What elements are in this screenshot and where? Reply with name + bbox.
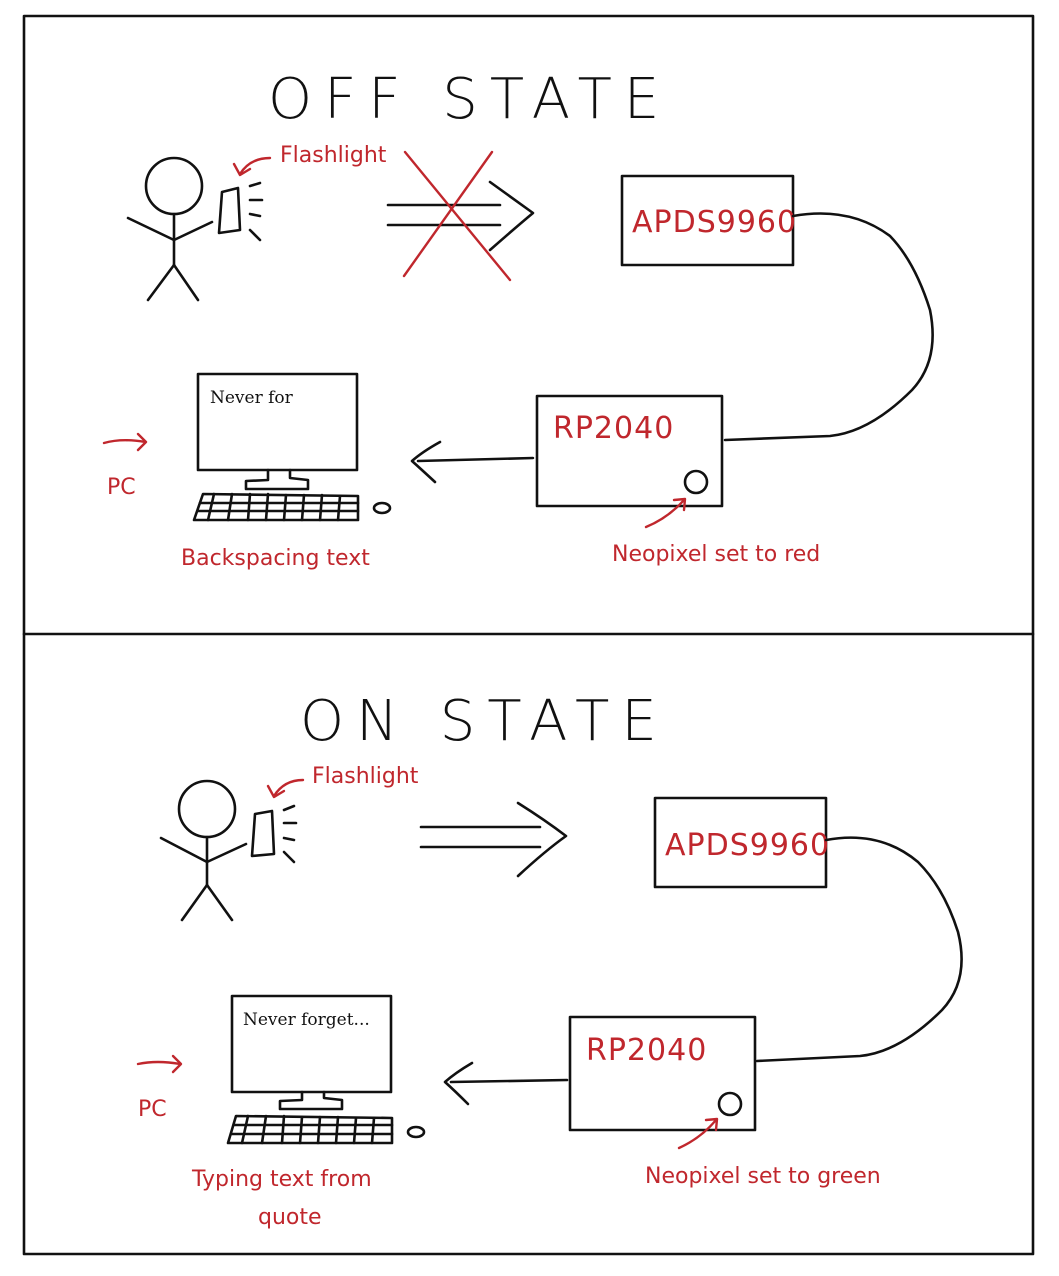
- on-neopixel-pointer-icon: [677, 1117, 719, 1150]
- flashlight-pointer-icon: [232, 156, 272, 177]
- mouse-icon: [406, 1125, 426, 1139]
- off-sensor-label: APDS9960: [632, 205, 797, 240]
- on-state-title: ON STATE: [300, 689, 669, 754]
- flashlight-icon: [217, 181, 264, 242]
- on-wire: [755, 836, 963, 1063]
- on-pc-caption-line2: quote: [258, 1205, 322, 1230]
- cross-icon: [402, 150, 512, 282]
- on-sensor-label: APDS9960: [665, 828, 830, 863]
- off-board-label: RP2040: [553, 411, 674, 446]
- on-sensor-box: [653, 796, 828, 889]
- on-board-label: RP2040: [586, 1033, 707, 1068]
- stick-figure-icon: [126, 156, 214, 302]
- off-board-box: [535, 394, 724, 508]
- on-pc-caption-line1: Typing text from: [191, 1167, 372, 1192]
- off-screen-text: Never for: [210, 388, 294, 408]
- off-pc-caption: Backspacing text: [181, 546, 370, 571]
- off-wire: [723, 212, 934, 442]
- mouse-icon: [372, 501, 392, 515]
- computer-icon: Never forget...: [230, 994, 393, 1111]
- keyboard-icon: [226, 1114, 394, 1145]
- off-flashlight-label: Flashlight: [280, 143, 387, 168]
- on-neopixel-caption: Neopixel set to green: [645, 1164, 881, 1189]
- neopixel-icon: [717, 1091, 743, 1117]
- light-arrow-icon: [419, 801, 568, 878]
- flashlight-pointer-icon: [266, 778, 305, 799]
- off-output-arrow: [410, 440, 535, 484]
- off-pc-pointer-icon: [102, 432, 148, 452]
- on-output-arrow: [443, 1061, 569, 1106]
- stick-figure-icon: [159, 779, 248, 922]
- off-neopixel-pointer-icon: [644, 497, 687, 529]
- panel-off-state: OFF STATE Flashlight: [102, 67, 934, 571]
- keyboard-icon: [192, 492, 360, 522]
- computer-icon: Never for: [196, 372, 359, 491]
- panel-on-state: ON STATE Flashlight APDS9960 RP2040: [136, 689, 963, 1230]
- on-board-box: [568, 1015, 757, 1132]
- on-pc-label: PC: [138, 1097, 167, 1122]
- off-pc-label: PC: [107, 475, 136, 500]
- neopixel-icon: [683, 469, 709, 495]
- off-state-title: OFF STATE: [268, 67, 671, 132]
- flashlight-icon: [250, 804, 298, 864]
- light-arrow-icon: [386, 180, 535, 252]
- on-pc-pointer-icon: [136, 1054, 183, 1074]
- on-screen-text: Never forget...: [243, 1010, 370, 1030]
- off-sensor-box: [620, 174, 795, 267]
- on-flashlight-label: Flashlight: [312, 764, 419, 789]
- off-neopixel-caption: Neopixel set to red: [612, 542, 820, 567]
